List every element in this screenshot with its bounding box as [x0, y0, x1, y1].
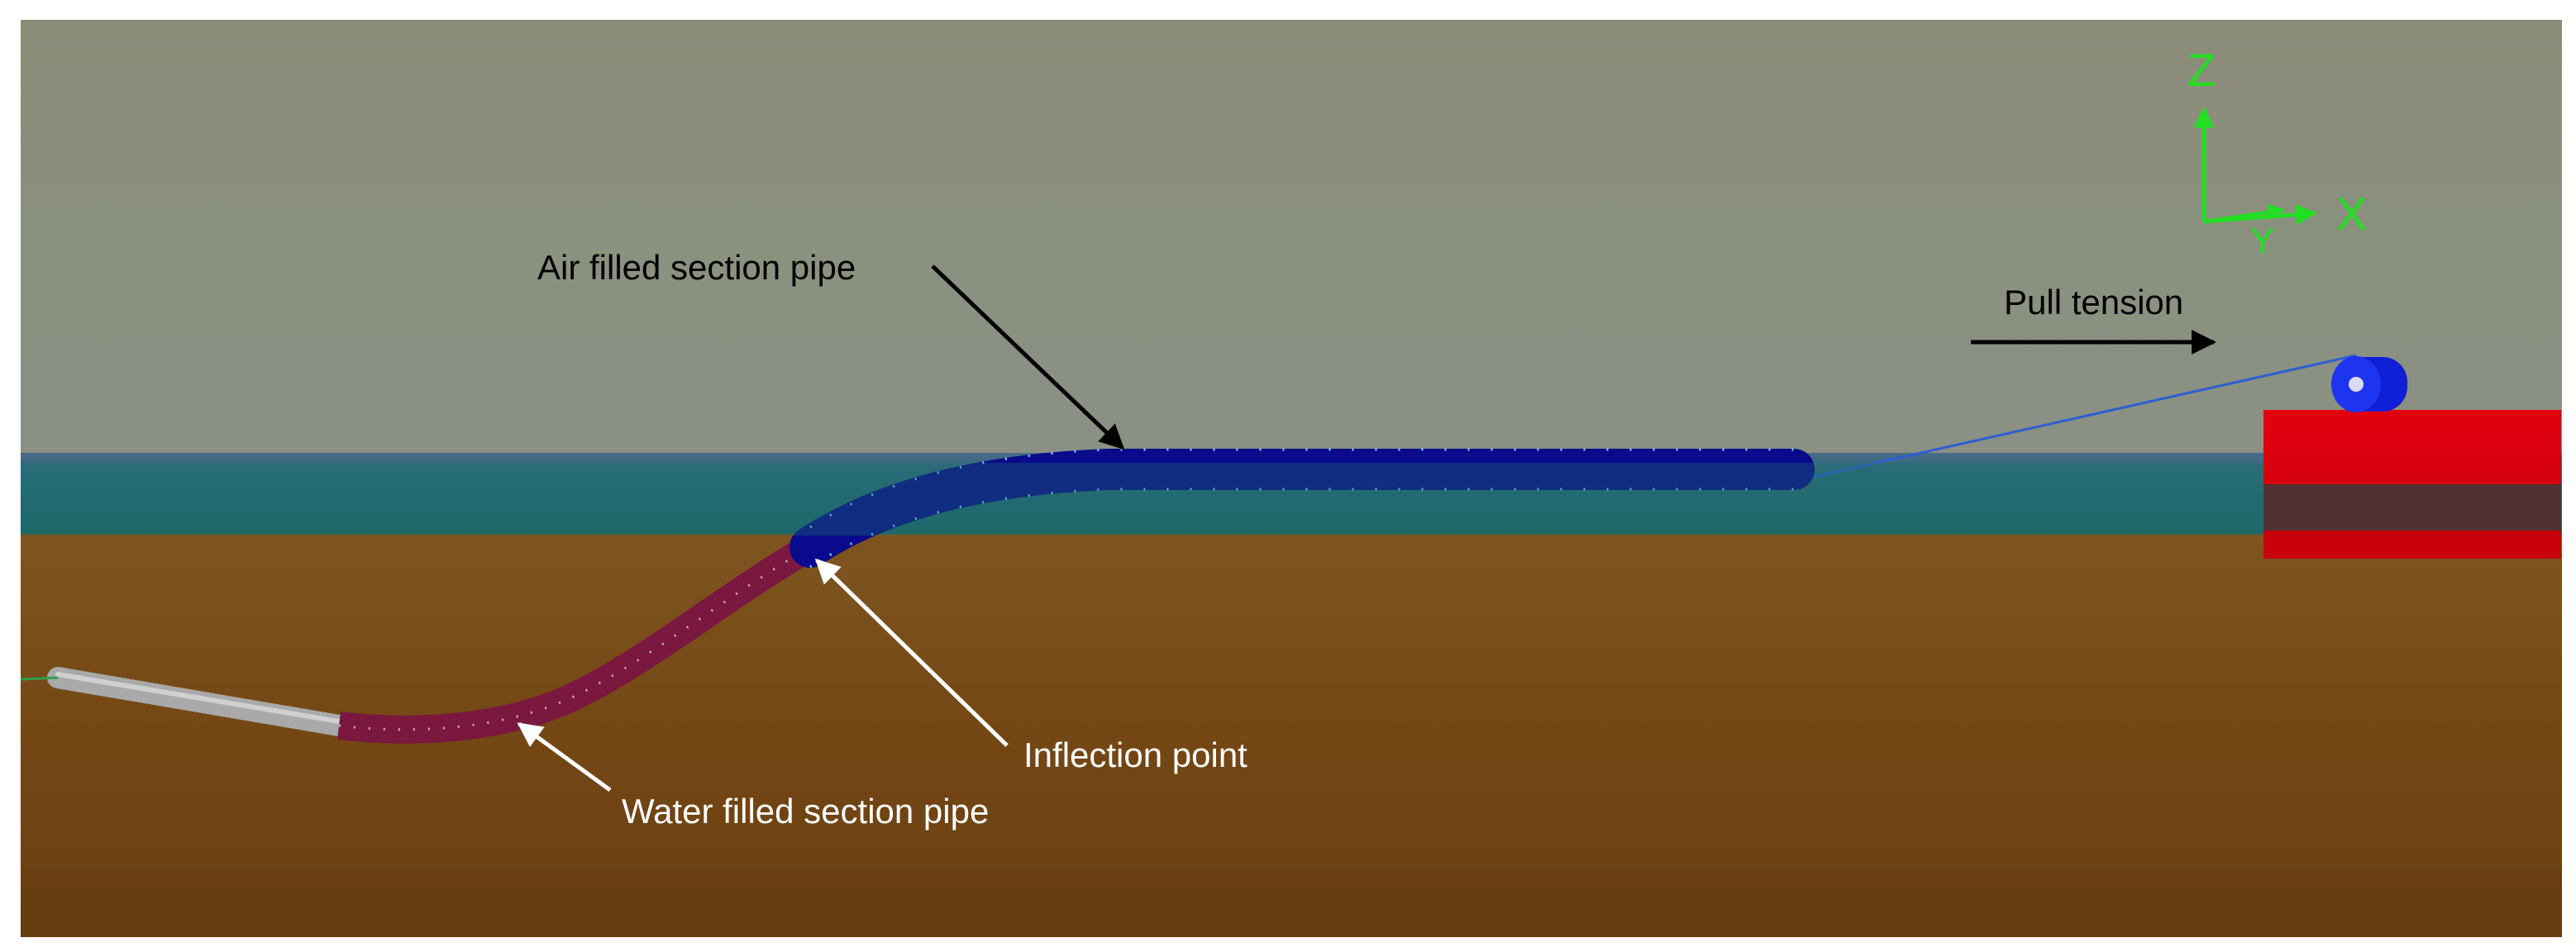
y-axis	[2203, 203, 2285, 223]
tow-line	[1810, 354, 2357, 479]
sky	[21, 20, 2562, 458]
x-axis-label: X	[2336, 188, 2367, 240]
pipe-water-filled-dots	[338, 545, 811, 731]
air-filled-arrow	[931, 264, 1125, 450]
air-filled-label: Air filled section pipe	[537, 248, 856, 287]
y-axis-label: Y	[2250, 221, 2274, 261]
z-axis-label: Z	[2187, 44, 2216, 96]
pull-tension-label: Pull tension	[2004, 283, 2183, 321]
water-filled-label: Water filled section pipe	[622, 792, 989, 831]
vessel-waterline	[2264, 484, 2561, 531]
axis-triad: Z X Y	[2187, 44, 2367, 261]
seabed-shadow	[21, 868, 2562, 937]
water-overlay	[21, 463, 2562, 536]
seabed-tether	[20, 676, 59, 681]
inflection-arrow	[814, 558, 1009, 747]
pipe-end-section	[47, 667, 350, 736]
pipe-air-filled-section	[789, 449, 1815, 568]
winch-drum	[2331, 356, 2407, 412]
vessel-lower-hull	[2264, 531, 2561, 559]
water-filled-arrow	[517, 721, 612, 793]
pipe-air-filled-dots-bottom	[809, 488, 1794, 569]
pipe-end-highlight	[55, 672, 341, 724]
inflection-label: Inflection point	[1023, 735, 1247, 774]
pipe-air-filled-dots-top	[809, 448, 1794, 529]
